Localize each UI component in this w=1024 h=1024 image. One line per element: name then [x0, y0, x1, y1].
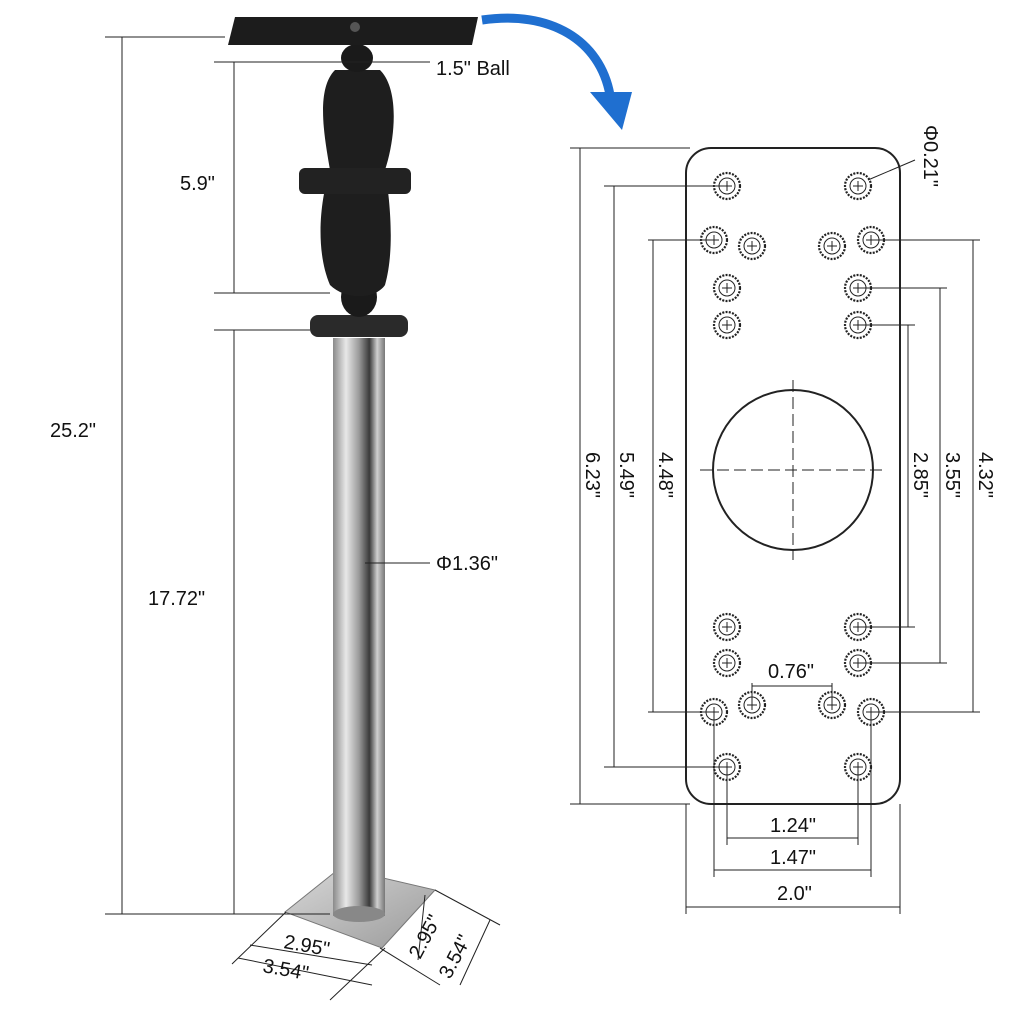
- inner-pair-spacing-label: 4.48": [654, 452, 676, 498]
- plate-drawing: Φ0.21" 6.23" 5.49" 4.48" 2.85" 3.55" 4.3…: [570, 125, 996, 914]
- spacing-3-55-label: 3.55": [941, 452, 963, 498]
- arm-length-label: 5.9": [180, 173, 215, 195]
- tube-diameter-label: Φ1.36": [436, 553, 498, 575]
- base-width-b: 3.54": [435, 931, 476, 982]
- tube-flange: [310, 315, 408, 337]
- product-dimensions: 1.5" Ball 5.9" 25.2" 17.72" Φ1.36" 2.95"…: [50, 36, 510, 1001]
- base-width-a: 3.54": [261, 955, 310, 985]
- plate-width-label: 2.0": [777, 883, 812, 905]
- plate-length-label: 6.23": [581, 452, 603, 498]
- hole-diameter-label: Φ0.21": [919, 125, 941, 187]
- ball-size-label: 1.5" Ball: [436, 58, 510, 80]
- spacing-4-32-label: 4.32": [974, 452, 996, 498]
- total-height-label: 25.2": [50, 420, 96, 442]
- base-hole-spacing-a: 2.95": [282, 931, 331, 961]
- hole-col-spacing-label: 1.24": [770, 815, 816, 837]
- arrow-icon: [481, 13, 632, 130]
- upper-ball: [341, 44, 373, 72]
- base-hole-spacing-b: 2.95": [405, 911, 446, 962]
- arm-knob: [299, 168, 411, 194]
- mount-product: [228, 17, 478, 949]
- outer-hole-spacing-label: 5.49": [615, 452, 637, 498]
- outer-col-spacing-label: 1.47": [770, 847, 816, 869]
- spacing-2-85-label: 2.85": [909, 452, 931, 498]
- inner-gap-label: 0.76": [768, 661, 814, 683]
- tube-length-label: 17.72": [148, 588, 205, 610]
- steel-tube: [333, 338, 385, 916]
